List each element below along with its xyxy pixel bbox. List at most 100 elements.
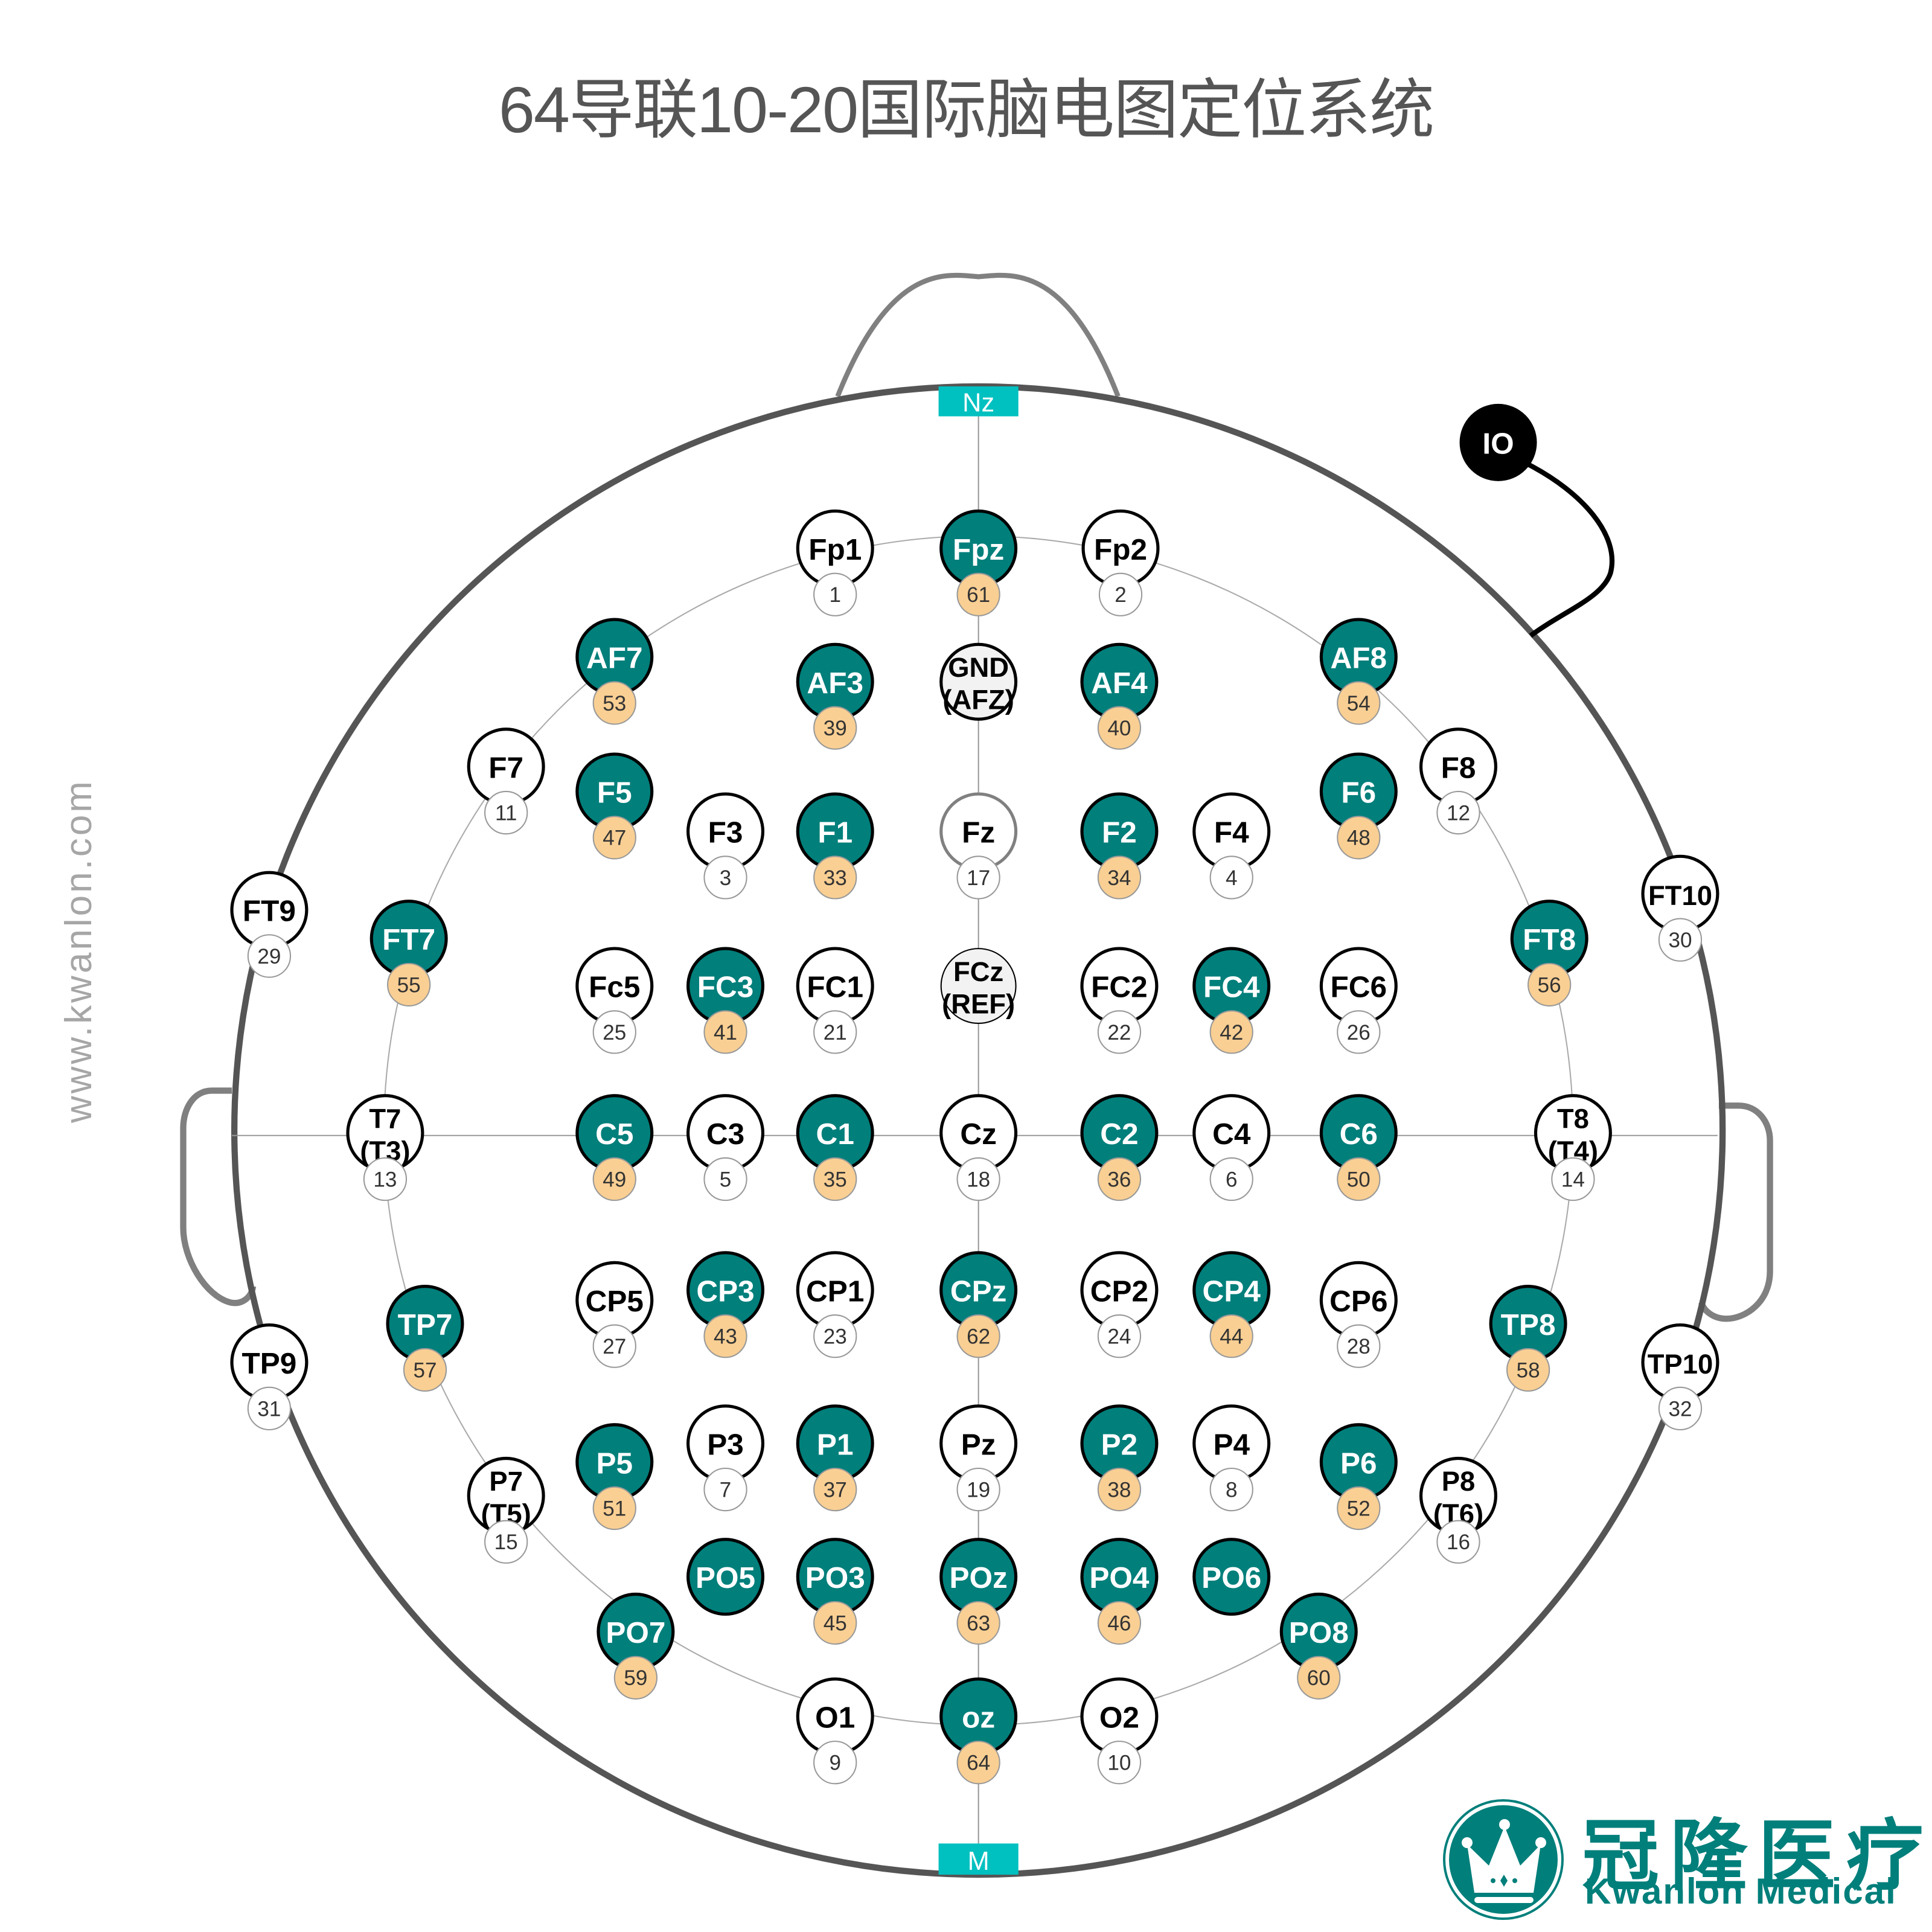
electrode-label: AF4 xyxy=(1091,667,1148,700)
electrode-cz[interactable]: Cz 18 xyxy=(939,1094,1018,1201)
electrode-o1[interactable]: O19 xyxy=(796,1677,874,1785)
channel-number-badge xyxy=(1337,1324,1381,1368)
channel-number: 40 xyxy=(1107,717,1131,740)
electrode-label: AF7 xyxy=(586,642,643,675)
electrode-po5[interactable]: PO5 xyxy=(686,1538,765,1616)
electrode-io[interactable]: IO xyxy=(1459,403,1537,481)
electrode-label: P1 xyxy=(817,1428,854,1461)
channel-number: 45 xyxy=(824,1611,847,1635)
io-cable xyxy=(1526,461,1615,638)
channel-number: 13 xyxy=(373,1168,397,1191)
channel-number-badge xyxy=(247,1386,292,1431)
electrode-label: F3 xyxy=(708,816,743,849)
channel-number-badge xyxy=(1337,1486,1381,1531)
electrode-label: F6 xyxy=(1341,776,1376,810)
electrode-po6[interactable]: PO6 xyxy=(1192,1538,1271,1616)
channel-number: 18 xyxy=(967,1168,990,1191)
channel-number: 9 xyxy=(829,1751,841,1775)
channel-number: 22 xyxy=(1107,1021,1131,1044)
electrode-af4[interactable]: AF4 40 xyxy=(1080,642,1159,750)
channel-number: 23 xyxy=(824,1325,847,1349)
electrode-label: F1 xyxy=(817,816,852,849)
electrode-t8[interactable]: T8(T4)14 xyxy=(1534,1094,1612,1201)
electrode-circle xyxy=(939,642,1018,721)
channel-number: 48 xyxy=(1347,827,1371,850)
electrode-f6[interactable]: F6 48 xyxy=(1319,752,1398,860)
electrode-p3[interactable]: P37 xyxy=(686,1404,765,1512)
electrode-p8[interactable]: P8(T6)16 xyxy=(1419,1456,1497,1564)
channel-number-badge xyxy=(956,1601,1000,1645)
electrode-p7[interactable]: P7(T5)15 xyxy=(467,1456,545,1564)
electrode-c4[interactable]: C46 xyxy=(1192,1094,1271,1201)
channel-number: 10 xyxy=(1107,1751,1131,1775)
logo-chinese-name: 冠隆医疗 xyxy=(1582,1811,1932,1901)
electrode-gnd[interactable]: GND(AFZ) xyxy=(939,642,1018,721)
channel-number-badge xyxy=(387,962,431,1007)
electrode-c3[interactable]: C35 xyxy=(686,1094,765,1201)
electrode-t7[interactable]: T7(T3)13 xyxy=(346,1094,424,1201)
channel-number-badge xyxy=(956,856,1000,900)
channel-number: 61 xyxy=(967,583,990,607)
electrode-f3[interactable]: F33 xyxy=(686,792,765,900)
electrode-label: Cz xyxy=(960,1118,997,1151)
electrode-label: P8 xyxy=(1442,1466,1476,1497)
electrode-p4[interactable]: P48 xyxy=(1192,1404,1271,1512)
electrode-f4[interactable]: F44 xyxy=(1192,792,1271,900)
electrode-circle xyxy=(940,948,1017,1024)
electrode-circle xyxy=(1192,1538,1271,1616)
electrode-fcz[interactable]: FCz(REF) xyxy=(940,948,1017,1024)
channel-number-badge xyxy=(1097,1157,1142,1201)
electrode-label: CP2 xyxy=(1090,1275,1148,1308)
